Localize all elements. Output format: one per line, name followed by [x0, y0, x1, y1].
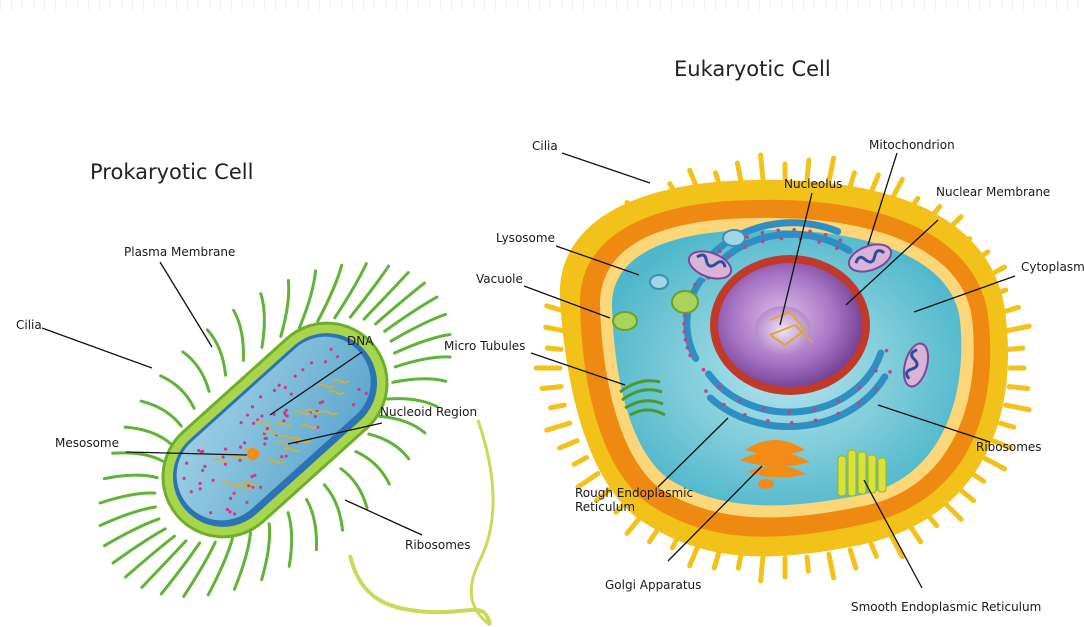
- label-ribosomes-euk: Ribosomes: [976, 440, 1042, 454]
- label-mesosome: Mesosome: [55, 436, 119, 450]
- lysosome-body: [723, 230, 745, 246]
- flagellum: [350, 555, 490, 625]
- label-rough-er: Rough Endoplasmic Reticulum: [575, 486, 715, 514]
- label-cilia-euk: Cilia: [532, 139, 558, 153]
- flagellum-upper: [471, 420, 493, 625]
- line-ribosomes-pro: [345, 500, 422, 535]
- label-dna: DNA: [347, 334, 373, 348]
- vacuole-body-2: [672, 291, 698, 313]
- label-cytoplasm: Cytoplasm: [1021, 260, 1084, 274]
- prokaryotic-cell-illustration: [100, 264, 493, 625]
- label-micro-tubules: Micro Tubules: [444, 339, 525, 353]
- label-cilia-pro: Cilia: [16, 318, 42, 332]
- line-cilia-euk: [562, 153, 650, 183]
- label-ribosomes-pro: Ribosomes: [405, 538, 471, 552]
- lysosome-body-2: [650, 275, 668, 289]
- label-lysosome: Lysosome: [496, 231, 555, 245]
- label-smooth-er: Smooth Endoplasmic Reticulum: [851, 600, 1041, 614]
- label-golgi: Golgi Apparatus: [605, 578, 701, 592]
- label-plasma-membrane: Plasma Membrane: [124, 245, 235, 259]
- line-plasma-membrane: [160, 262, 212, 347]
- prokaryote-title: Prokaryotic Cell: [90, 160, 253, 184]
- label-nucleolus: Nucleolus: [784, 177, 842, 191]
- label-vacuole: Vacuole: [476, 272, 523, 286]
- eukaryotic-cell-illustration: [536, 155, 1029, 581]
- eukaryote-title: Eukaryotic Cell: [674, 57, 831, 81]
- line-cilia-pro: [42, 328, 152, 368]
- label-mitochondrion: Mitochondrion: [869, 138, 955, 152]
- label-nuclear-membrane: Nuclear Membrane: [936, 185, 1050, 199]
- label-nucleoid-region: Nucleoid Region: [380, 405, 477, 419]
- vacuole-body: [613, 312, 637, 330]
- mesosome: [247, 448, 259, 460]
